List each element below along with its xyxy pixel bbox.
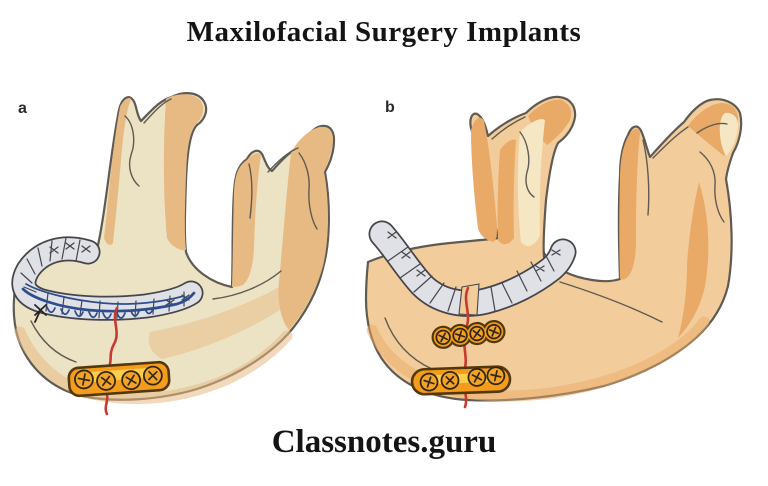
mandible-a: [11, 92, 336, 416]
tooth-gap-b: [458, 283, 480, 316]
bone-plate-a: [67, 360, 171, 398]
molar-occlusal-marks-a: [49, 242, 190, 306]
panel-label-b: b: [385, 99, 395, 116]
screw-icon: [469, 325, 485, 342]
wire-loops-a: [46, 306, 154, 320]
screw-icon: [486, 323, 502, 340]
screw-icon: [452, 327, 468, 344]
bone-detail-lines-a: [30, 98, 318, 363]
teeth-b: [368, 220, 577, 317]
page-title: Maxilofacial Surgery Implants: [186, 16, 582, 48]
bone-detail-lines-b: [384, 116, 728, 370]
screw-icon: [96, 371, 117, 391]
screw-icon: [121, 370, 142, 391]
screw-icon: [435, 329, 451, 346]
screw-icon: [486, 366, 506, 386]
screw-icon: [419, 372, 439, 392]
screw-icon: [467, 368, 487, 387]
watermark-text: Classnotes.guru: [271, 424, 497, 460]
wire-twist-a: [34, 304, 47, 323]
molar-occlusal-marks-b: [387, 231, 561, 277]
screw-icon: [440, 370, 460, 390]
bone-shading-a: [14, 94, 333, 405]
panel-label-a: a: [18, 100, 27, 117]
mandible-b: [364, 95, 743, 409]
dental-wire-a: [21, 283, 196, 323]
bone-plate-b-lower: [410, 365, 512, 396]
bone-shading-b: [366, 99, 739, 402]
bone-plate-b-upper: [431, 320, 506, 349]
screw-icon: [142, 365, 163, 386]
screw-icon: [74, 369, 94, 390]
